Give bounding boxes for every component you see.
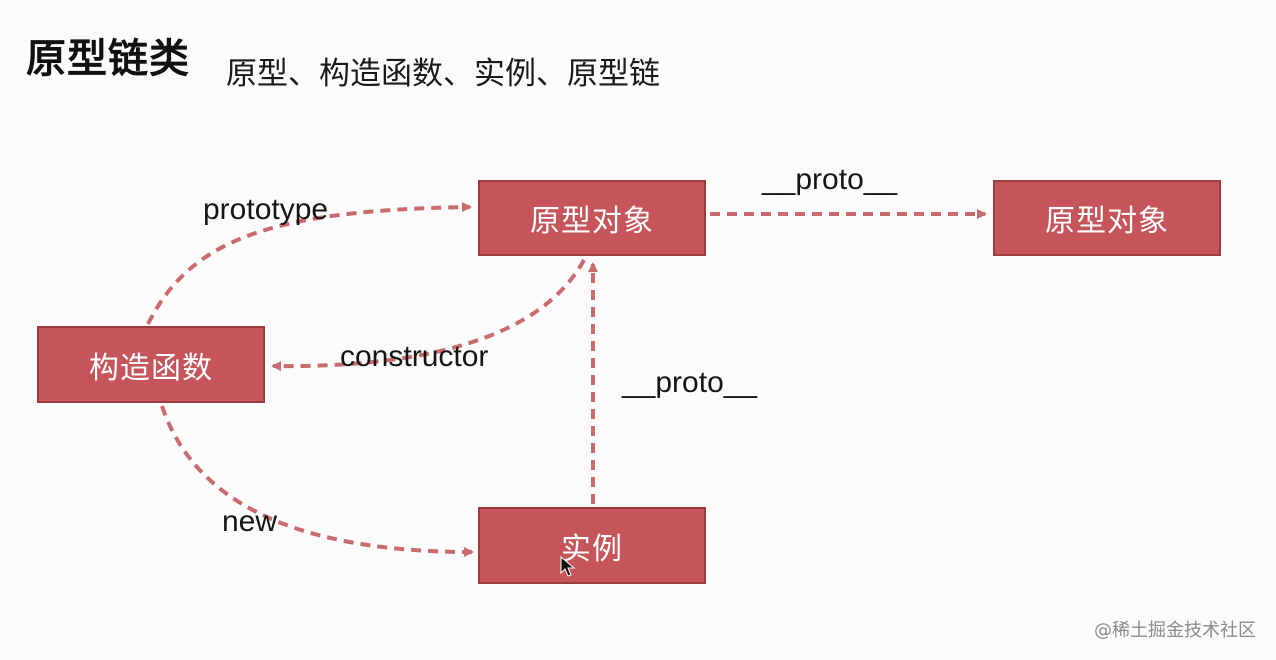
label-constructor: constructor [340, 340, 489, 373]
watermark: @稀土掘金技术社区 [1094, 620, 1256, 641]
edge-new [160, 405, 474, 557]
label-new: new [222, 505, 278, 538]
page-subtitle: 原型、构造函数、实例、原型链 [226, 56, 660, 92]
node-prototype-object: 原型对象 [478, 180, 706, 256]
node-prototype-object-parent: 原型对象 [993, 180, 1221, 256]
mouse-cursor-icon [560, 556, 576, 577]
page-title: 原型链类 [26, 36, 190, 82]
node-instance: 实例 [478, 507, 706, 584]
label-instance-proto: __proto__ [622, 366, 758, 399]
edge-constructor [271, 259, 586, 372]
edge-prototype [146, 202, 472, 325]
label-prototype: prototype [203, 193, 329, 226]
node-constructor-function: 构造函数 [37, 326, 265, 403]
label-proto-to-parent: __proto__ [762, 163, 898, 196]
